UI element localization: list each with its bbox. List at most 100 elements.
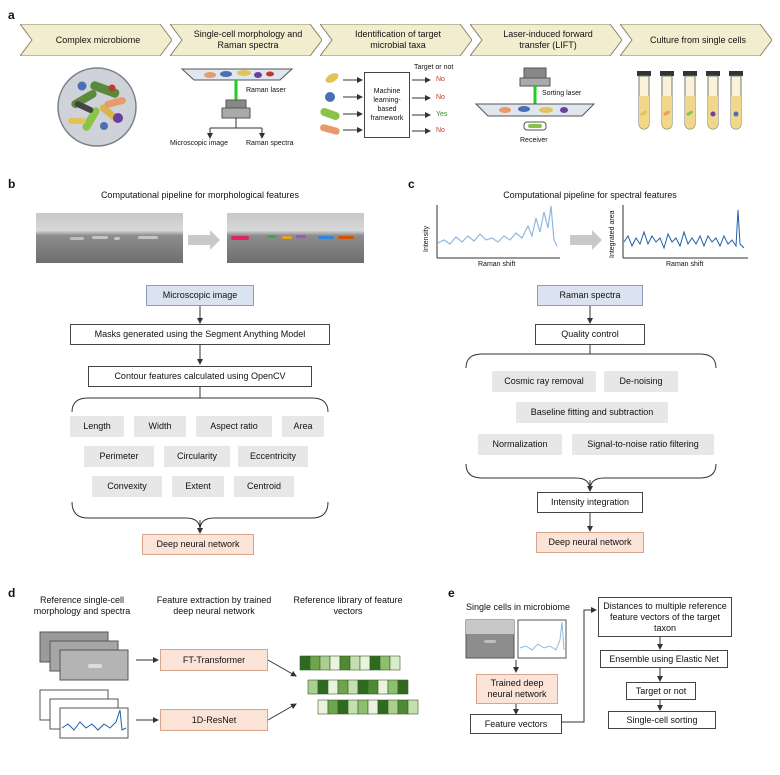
feature-chip: Width bbox=[134, 416, 186, 437]
panel-label-c: c bbox=[408, 177, 415, 191]
masks-box: Masks generated using the Segment Anythi… bbox=[70, 324, 330, 345]
feature-vector-cell bbox=[357, 679, 369, 695]
quality-control-box: Quality control bbox=[535, 324, 645, 345]
panel-b-title: Computational pipeline for morphological… bbox=[100, 190, 300, 200]
step-label: Laser-induced forward transfer (LIFT) bbox=[503, 29, 593, 50]
y-axis-label: Integrated area bbox=[609, 210, 616, 258]
panel-label-d: d bbox=[8, 586, 16, 600]
step-chevron: Complex microbiome bbox=[20, 24, 172, 56]
feature-vector-cell bbox=[397, 699, 409, 715]
feature-vector-cell bbox=[377, 679, 389, 695]
feature-vector-cell bbox=[359, 655, 371, 671]
feature-vector-cell bbox=[387, 699, 399, 715]
step-chevron: Identification of target microbial taxa bbox=[320, 24, 472, 56]
feature-vector-cell bbox=[299, 655, 311, 671]
feature-vector-cell bbox=[367, 679, 379, 695]
result-no: No bbox=[436, 127, 445, 134]
feature-chip: Extent bbox=[172, 476, 224, 497]
raman-stage-icon bbox=[180, 68, 294, 139]
microscopy-raw-image bbox=[36, 213, 183, 263]
step-chevron: Single-cell morphology and Raman spectra bbox=[170, 24, 322, 56]
feature-vector-cell bbox=[327, 679, 339, 695]
microscopic-image-label: Microscopic image bbox=[170, 140, 228, 147]
feature-chip: Perimeter bbox=[84, 446, 154, 467]
reference-image-stack bbox=[39, 631, 129, 681]
distances-box: Distances to multiple reference feature … bbox=[598, 597, 732, 637]
arrow-icon bbox=[570, 230, 602, 250]
feature-vector-cell bbox=[327, 699, 339, 715]
lift-stage-icon bbox=[474, 67, 596, 131]
raman-spectra-label: Raman spectra bbox=[246, 140, 294, 147]
feature-chip: Area bbox=[282, 416, 324, 437]
feature-vector-cell bbox=[387, 679, 399, 695]
feature-vector-cell bbox=[309, 655, 321, 671]
spectrum-raw-plot bbox=[436, 205, 560, 259]
result-no: No bbox=[436, 76, 445, 83]
ensemble-box: Ensemble using Elastic Net bbox=[600, 650, 728, 668]
feature-vector-cell bbox=[349, 655, 361, 671]
feature-vector-cell bbox=[357, 699, 369, 715]
step-chip: Normalization bbox=[478, 434, 562, 455]
panel-label-e: e bbox=[448, 586, 455, 600]
feature-chip: Convexity bbox=[92, 476, 162, 497]
step-chevron: Laser-induced forward transfer (LIFT) bbox=[470, 24, 622, 56]
microscopic-image-box: Microscopic image bbox=[146, 285, 254, 306]
x-axis-label: Raman shift bbox=[666, 261, 704, 268]
sorting-box: Single-cell sorting bbox=[608, 711, 716, 729]
feature-vector-cell bbox=[347, 699, 359, 715]
arrow-icon bbox=[188, 230, 220, 250]
feature-chip: Eccentricity bbox=[238, 446, 308, 467]
feature-vector-cell bbox=[397, 679, 409, 695]
trained-dnn-box: Trained deep neural network bbox=[476, 674, 558, 704]
step-label: Single-cell morphology and Raman spectra bbox=[193, 29, 303, 50]
intensity-integration-box: Intensity integration bbox=[537, 492, 643, 513]
feature-vector-cell bbox=[317, 679, 329, 695]
raman-laser-label: Raman laser bbox=[246, 87, 286, 94]
feature-chip: Aspect ratio bbox=[196, 416, 272, 437]
step-label: Culture from single cells bbox=[649, 34, 747, 45]
contours-box: Contour features calculated using OpenCV bbox=[88, 366, 312, 387]
step-label: Complex microbiome bbox=[55, 34, 141, 45]
feature-vector-cell bbox=[337, 679, 349, 695]
feature-vector-cell bbox=[319, 655, 331, 671]
feature-chip: Length bbox=[70, 416, 124, 437]
feature-vector-library bbox=[299, 655, 419, 715]
step-chip: Signal-to-noise ratio filtering bbox=[572, 434, 714, 455]
result-yes: Yes bbox=[436, 111, 448, 118]
ft-transformer-box: FT-Transformer bbox=[160, 649, 268, 671]
col-header: Reference library of feature vectors bbox=[293, 595, 403, 616]
col-header: Reference single-cell morphology and spe… bbox=[33, 595, 131, 616]
panel-c-title: Computational pipeline for spectral feat… bbox=[503, 190, 677, 200]
step-chevron: Culture from single cells bbox=[620, 24, 772, 56]
y-axis-label: Intensity bbox=[423, 225, 430, 252]
x-axis-label: Raman shift bbox=[478, 261, 516, 268]
ml-framework-inputs bbox=[320, 73, 431, 135]
panel-label-b: b bbox=[8, 177, 16, 191]
feature-vector-cell bbox=[337, 699, 349, 715]
single-cell-thumbnails bbox=[465, 619, 567, 659]
step-chip: Baseline fitting and subtraction bbox=[516, 402, 668, 423]
feature-vector-cell bbox=[379, 655, 391, 671]
target-or-not-box: Target or not bbox=[626, 682, 696, 700]
culture-tubes-icon bbox=[637, 71, 743, 130]
dnn-box: Deep neural network bbox=[536, 532, 644, 553]
feature-vector-cell bbox=[389, 655, 401, 671]
feature-chip: Circularity bbox=[164, 446, 230, 467]
ml-framework-box: Machine learning-based framework bbox=[364, 72, 410, 138]
feature-vector-cell bbox=[367, 699, 379, 715]
raman-spectra-box: Raman spectra bbox=[537, 285, 643, 306]
feature-vector-cell bbox=[347, 679, 359, 695]
resnet-box: 1D-ResNet bbox=[160, 709, 268, 731]
microbiome-dish-icon bbox=[57, 67, 137, 147]
spectrum-processed-plot bbox=[622, 205, 748, 259]
step-chip: Cosmic ray removal bbox=[492, 371, 596, 392]
sorting-laser-label: Sorting laser bbox=[542, 90, 582, 97]
microscopy-masked-image bbox=[227, 213, 364, 263]
feature-vector-cell bbox=[329, 655, 341, 671]
step-chip: De-noising bbox=[604, 371, 678, 392]
receiver-label: Receiver bbox=[520, 137, 548, 144]
feature-vector-cell bbox=[307, 679, 319, 695]
feature-vector-cell bbox=[377, 699, 389, 715]
feature-chip: Centroid bbox=[234, 476, 294, 497]
panel-label-a: a bbox=[8, 8, 15, 22]
